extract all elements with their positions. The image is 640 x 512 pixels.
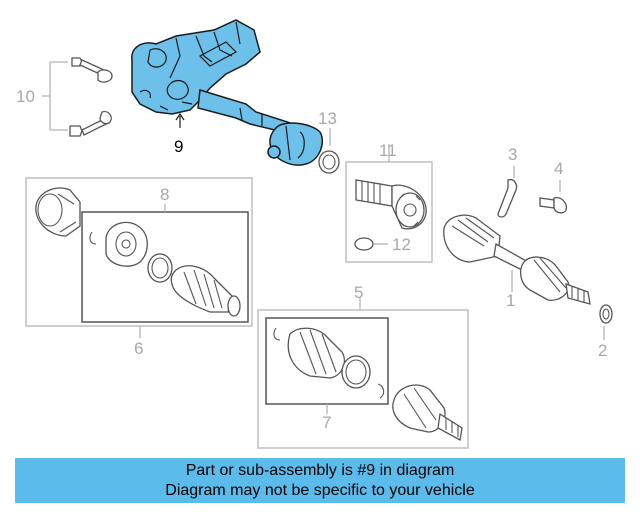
callout-5: 5 xyxy=(354,283,363,302)
box-5 xyxy=(257,309,469,449)
callout-9: 9 xyxy=(174,137,183,156)
bolt-4: 4 xyxy=(539,159,568,214)
seal-13: 13 xyxy=(318,109,340,174)
nut-2: 2 xyxy=(598,304,613,360)
callout-3: 3 xyxy=(508,145,517,164)
banner-line-2: Diagram may not be specific to your vehi… xyxy=(165,482,475,499)
bolt-upper xyxy=(71,57,113,83)
boot-kit-box-5: 5 7 xyxy=(257,283,469,449)
clip-3: 3 xyxy=(497,145,517,218)
bolt-lower xyxy=(69,110,112,137)
boot-kit-box-6: 6 8 xyxy=(25,177,253,358)
banner-line-1: Part or sub-assembly is #9 in diagram xyxy=(185,462,455,479)
callout-2: 2 xyxy=(598,341,607,360)
callout-10: 10 xyxy=(16,87,35,106)
callout-1: 1 xyxy=(506,291,515,310)
axle-shaft-1: 1 xyxy=(443,214,591,310)
callout-8: 8 xyxy=(160,185,169,204)
bolts-group-10: 10 xyxy=(16,57,113,137)
stub-shaft-box-11: 11 12 xyxy=(345,141,433,263)
callout-13: 13 xyxy=(318,109,337,128)
front-differential-highlighted[interactable] xyxy=(131,19,324,166)
info-banner: Part or sub-assembly is #9 in diagram Di… xyxy=(15,458,625,503)
callout-7: 7 xyxy=(322,413,331,432)
callout-11: 11 xyxy=(379,141,397,160)
box-6 xyxy=(25,177,253,327)
callout-6: 6 xyxy=(134,339,143,358)
callout-12: 12 xyxy=(392,235,411,254)
callout-4: 4 xyxy=(554,159,563,178)
